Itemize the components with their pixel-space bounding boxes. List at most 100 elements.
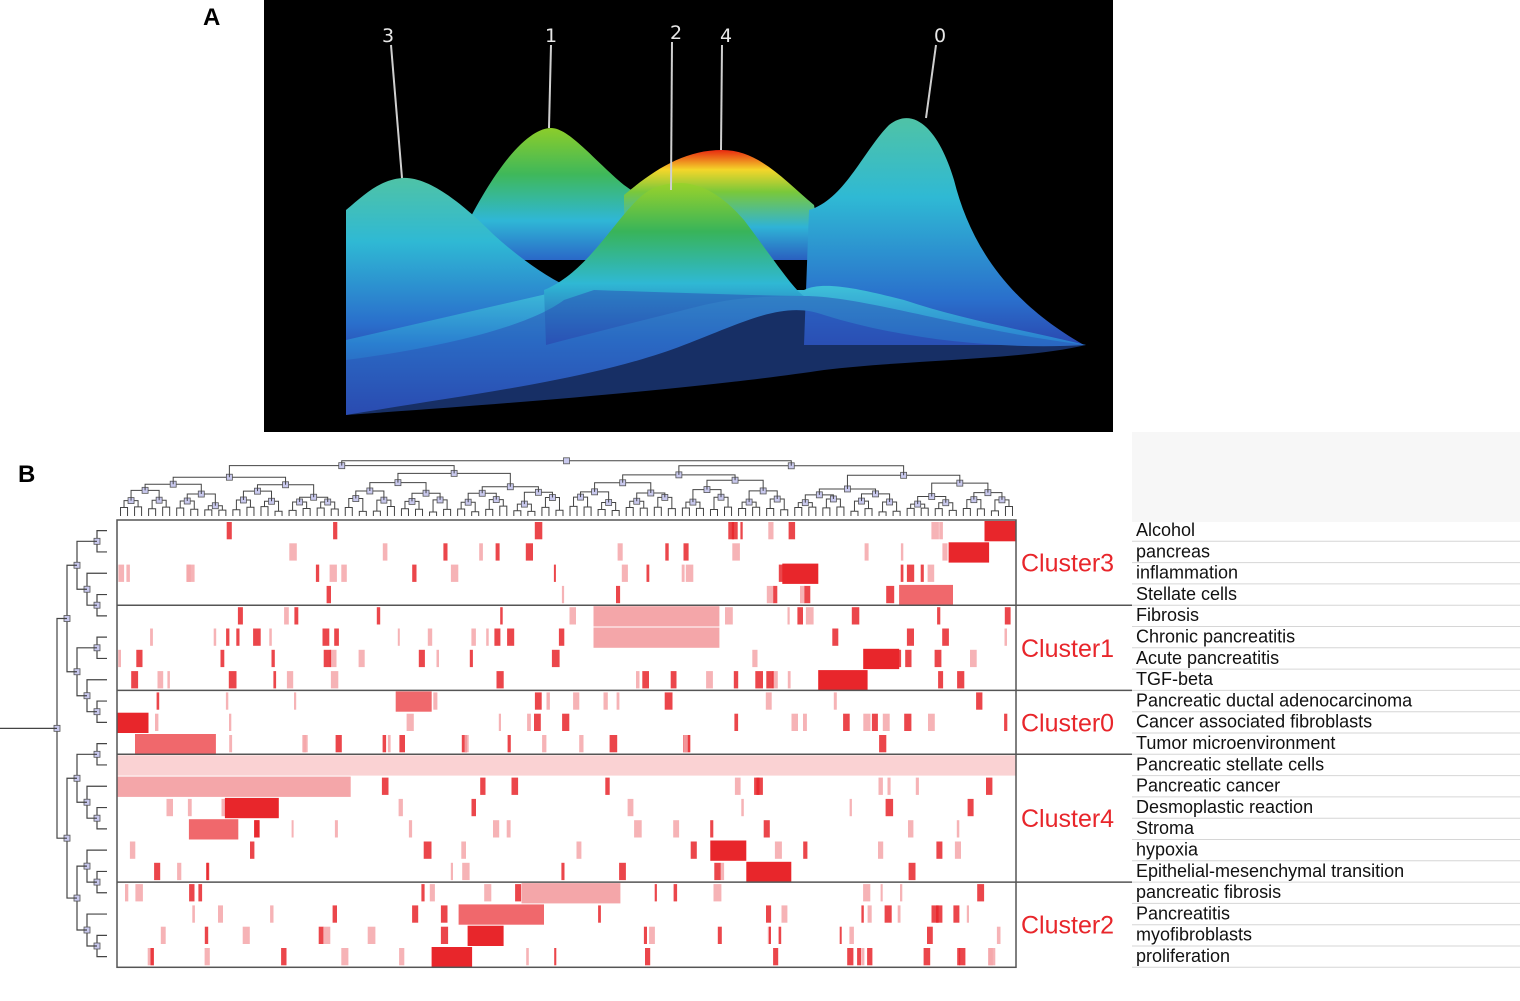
heatmap-tick xyxy=(507,628,515,646)
dendrogram-branch xyxy=(752,506,761,516)
dendrogram-branch xyxy=(597,508,606,516)
heatmap-tick xyxy=(734,713,739,731)
heatmap-tick xyxy=(636,671,640,689)
heatmap-tick xyxy=(496,671,504,689)
heatmap-tick xyxy=(387,735,391,753)
heatmap-tick xyxy=(673,820,680,838)
dendrogram-branch xyxy=(653,506,662,516)
heatmap-tick xyxy=(271,649,275,668)
heatmap-tick xyxy=(734,777,741,795)
term-label: Stroma xyxy=(1136,818,1195,838)
heatmap-tick xyxy=(988,948,993,966)
dendrogram-branch xyxy=(204,509,213,516)
term-label: TGF-beta xyxy=(1136,669,1214,689)
heatmap-tick xyxy=(938,671,944,689)
heatmap-tick xyxy=(706,671,713,689)
heatmap-tick xyxy=(118,649,121,668)
dendrogram-branch xyxy=(878,511,887,516)
heatmap-tick xyxy=(800,585,805,604)
heatmap-tick xyxy=(937,607,941,625)
dendrogram-branch xyxy=(948,509,957,516)
heatmap-tick xyxy=(500,607,503,625)
heatmap-tick xyxy=(967,798,974,817)
dendrogram-branch xyxy=(471,511,480,516)
heatmap-tick xyxy=(579,735,584,753)
heatmap-tick xyxy=(756,777,763,795)
heatmap-tick xyxy=(849,926,854,944)
heatmap-tick xyxy=(787,607,790,625)
heatmap-tick xyxy=(553,564,556,582)
heatmap-tick xyxy=(923,948,931,966)
heatmap-tick xyxy=(569,607,576,625)
heatmap-tick xyxy=(1004,628,1007,646)
dendrogram-branch xyxy=(625,507,634,516)
term-label: pancreas xyxy=(1136,541,1210,561)
heatmap-tick xyxy=(942,543,948,561)
dendrogram-branch xyxy=(134,506,143,516)
term-label: proliferation xyxy=(1136,946,1230,966)
heatmap-tick xyxy=(281,948,287,966)
dendrogram-branch xyxy=(288,509,297,516)
dendrogram-branch xyxy=(330,508,339,516)
heatmap-block xyxy=(593,606,720,627)
heatmap-tick xyxy=(710,820,714,838)
heatmap-tick xyxy=(616,692,620,710)
heatmap-tick xyxy=(155,713,159,731)
heatmap-tick xyxy=(634,820,642,838)
heatmap-tick xyxy=(713,884,722,902)
dendrogram-branch xyxy=(260,506,269,516)
heatmap-tick xyxy=(897,905,901,923)
heatmap-border xyxy=(116,519,1017,969)
heatmap-tick xyxy=(619,862,626,881)
heatmap-tick xyxy=(493,820,500,838)
heatmap-tick xyxy=(204,926,209,944)
heatmap-block xyxy=(224,797,279,819)
heatmap-tick xyxy=(690,841,697,859)
heatmap-tick xyxy=(605,777,610,795)
density-landscape: 3 1 2 4 0 xyxy=(346,22,1086,415)
heatmap-tick xyxy=(928,713,935,731)
heatmap-tick xyxy=(399,735,405,753)
heatmap-tick xyxy=(884,905,892,923)
heatmap-tick xyxy=(291,820,294,838)
heatmap-tick xyxy=(329,564,337,582)
heatmap-block xyxy=(746,861,792,883)
panel-a-label: A xyxy=(203,4,221,31)
heatmap-tick xyxy=(367,926,376,944)
dendrogram-branch xyxy=(934,508,943,516)
heatmap-tick xyxy=(177,862,182,881)
term-label: Fibrosis xyxy=(1136,605,1199,625)
heatmap-tick xyxy=(774,841,782,859)
heatmap-tick xyxy=(885,798,894,817)
heatmap-tick xyxy=(229,713,232,731)
heatmap-tick xyxy=(643,926,647,944)
heatmap-tick xyxy=(733,671,739,689)
dendrogram-branch xyxy=(780,509,789,516)
heatmap-tick xyxy=(882,713,890,731)
heatmap-tick xyxy=(832,628,839,646)
heatmap-tick xyxy=(507,735,511,753)
heatmap-tick xyxy=(289,543,297,561)
dendrogram-branch xyxy=(190,508,199,516)
heatmap-tick xyxy=(318,926,324,944)
heatmap-tick xyxy=(766,585,775,604)
heatmap-tick xyxy=(135,884,143,902)
heatmap-tick xyxy=(150,628,153,646)
heatmap-tick xyxy=(506,820,511,838)
heatmap-tick xyxy=(871,713,878,731)
heatmap-tick xyxy=(284,607,289,625)
heatmap-tick xyxy=(479,543,483,561)
heatmap-tick xyxy=(486,628,489,646)
heatmap-tick xyxy=(766,671,774,689)
heatmap-tick xyxy=(857,948,861,966)
heatmap-tick xyxy=(433,692,438,710)
heatmap-tick xyxy=(118,564,125,582)
panel-b-label: B xyxy=(18,461,36,488)
heatmap-tick xyxy=(996,926,1001,944)
heatmap-tick xyxy=(376,607,381,625)
heatmap-tick xyxy=(242,926,250,944)
heatmap-tick xyxy=(683,735,688,753)
heatmap-tick xyxy=(778,926,782,944)
heatmap-tick xyxy=(805,607,814,625)
heatmap-tick xyxy=(322,628,330,646)
